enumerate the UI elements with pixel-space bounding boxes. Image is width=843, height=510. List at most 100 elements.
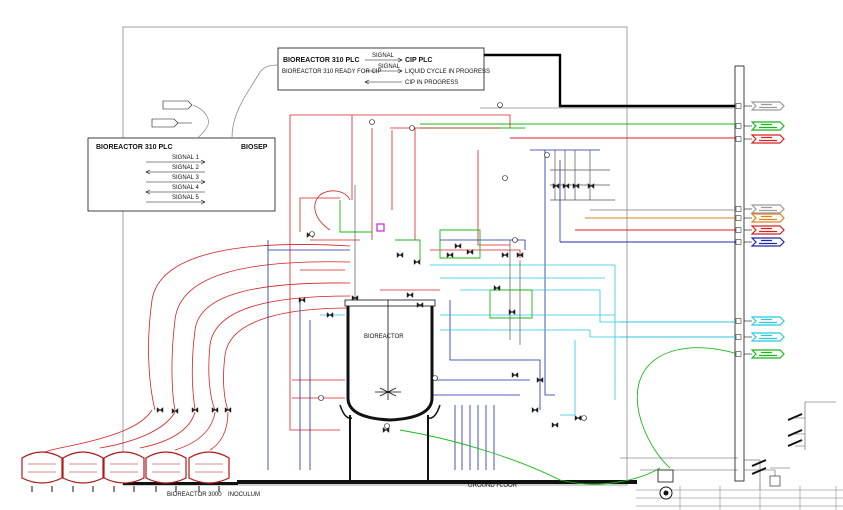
tank-3 xyxy=(103,451,145,492)
instrument-icon xyxy=(432,375,438,381)
valve-icon xyxy=(224,407,232,413)
utility-bus-bar xyxy=(734,65,745,482)
valve-icon xyxy=(572,183,580,189)
utility-arrow-icon xyxy=(750,101,785,111)
right-utility-tags xyxy=(735,101,785,359)
valve-icon xyxy=(493,285,501,291)
valve-icon xyxy=(587,183,595,189)
utility-arrow-icon xyxy=(750,204,785,214)
valve-icon xyxy=(156,407,164,413)
cip-signal-tag-1: SIGNAL xyxy=(372,53,395,59)
valve-icon xyxy=(511,372,519,378)
instrument-symbols xyxy=(156,102,595,433)
plc-signal-2-arrow xyxy=(145,169,205,175)
valve-icon xyxy=(211,407,219,413)
pump-icon xyxy=(657,469,674,500)
plc-signal-4: SIGNAL 4 xyxy=(172,185,199,191)
valve-icon xyxy=(396,252,404,258)
bioreactor-vessel: BIOREACTOR xyxy=(339,299,441,422)
instrument-icon xyxy=(309,231,315,237)
red-piping xyxy=(289,114,521,431)
bioreactor-3000-label: BIOREACTOR 3000 xyxy=(167,492,222,498)
valve-icon xyxy=(326,312,334,318)
valve-icon xyxy=(454,243,462,249)
red-tank-lines xyxy=(39,244,351,459)
instrument-icon xyxy=(581,415,587,421)
valve-icon xyxy=(406,292,414,298)
signal-slash-markers xyxy=(751,413,803,475)
plc-signal-4-arrow xyxy=(145,189,205,195)
instrument-icon xyxy=(318,395,324,401)
valve-icon xyxy=(508,309,516,315)
valve-icon xyxy=(574,415,582,421)
right-tag-4 xyxy=(735,204,785,214)
cip-arrow-3 xyxy=(364,79,402,85)
cip-in-progress-label: CIP IN PROGRESS xyxy=(405,80,458,86)
plc-box: BIOREACTOR 310 PLC BIOSEP SIGNAL 1 SIGNA… xyxy=(87,137,276,212)
cip-box: BIOREACTOR 310 PLC CIP PLC SIGNAL BIOREA… xyxy=(277,47,490,91)
valve-icon xyxy=(446,252,454,258)
cip-ready-label: BIOREACTOR 310 READY FOR CIP xyxy=(282,69,381,75)
tank-1 xyxy=(21,451,63,492)
building-outline xyxy=(122,26,628,486)
vessel-legs xyxy=(349,415,429,482)
valve-icon xyxy=(536,377,544,383)
valve-icon xyxy=(171,408,179,414)
instrument-icon xyxy=(409,125,415,131)
utility-arrow-icon xyxy=(750,121,785,131)
cip-liquid-label: LIQUID CYCLE IN PROGRESS xyxy=(405,69,490,75)
utility-arrow-icon xyxy=(750,134,785,144)
utility-arrow-icon xyxy=(750,225,785,235)
tank-2 xyxy=(62,451,104,492)
tank-5 xyxy=(188,451,230,492)
ground-floor-slab xyxy=(237,480,637,484)
ground-floor-label: GROUND FLOOR xyxy=(468,483,518,489)
sensor-box xyxy=(769,475,781,487)
right-tag-8 xyxy=(735,316,785,326)
valve-icon xyxy=(552,183,560,189)
left-signal-tag-2 xyxy=(151,118,192,128)
plc-box-biosep-label: BIOSEP xyxy=(241,144,268,151)
cip-arrow-1 xyxy=(365,57,403,63)
valve-icon xyxy=(562,183,570,189)
cip-signal-tag-2: SIGNAL xyxy=(378,64,401,70)
plc-signal-1: SIGNAL 1 xyxy=(172,155,199,161)
valve-icon xyxy=(191,407,199,413)
valve-icon xyxy=(501,252,509,258)
lower-grid xyxy=(636,486,843,510)
plc-signal-3-arrow xyxy=(146,179,206,185)
inoculum-tanks xyxy=(21,451,230,492)
valve-icon xyxy=(531,407,539,413)
instrument-icon xyxy=(369,119,375,125)
valve-icon xyxy=(466,249,474,255)
right-tag-6 xyxy=(735,225,785,235)
right-tag-10 xyxy=(735,349,785,359)
ground-floor-slab-left xyxy=(123,482,238,485)
right-tag-7 xyxy=(735,237,785,247)
plc-signal-5: SIGNAL 5 xyxy=(172,195,199,201)
valve-icon xyxy=(413,259,421,265)
instrument-icon xyxy=(497,102,503,108)
valve-icon xyxy=(351,295,359,301)
magenta-instrument xyxy=(376,223,385,232)
tank-4 xyxy=(145,451,187,492)
right-tag-1 xyxy=(735,101,785,111)
instrument-icon xyxy=(544,152,550,158)
cip-to-right-thick xyxy=(484,53,738,108)
plc-to-cip-wire xyxy=(231,64,279,139)
right-tag-9 xyxy=(735,332,785,342)
plc-signal-1-arrow xyxy=(146,159,206,165)
inoculum-label: INOCULUM xyxy=(228,492,260,498)
vessel-label: BIOREACTOR xyxy=(364,334,404,340)
green-line-2 xyxy=(636,347,739,469)
plc-signal-5-arrow xyxy=(146,199,206,205)
instrument-icon xyxy=(512,237,518,243)
utility-arrow-icon xyxy=(750,332,785,342)
cip-arrow-2 xyxy=(365,68,403,74)
utility-arrow-icon xyxy=(750,237,785,247)
cip-box-right-title: CIP PLC xyxy=(405,57,433,64)
left-signal-tag-1 xyxy=(162,100,193,110)
valve-icon xyxy=(416,302,424,308)
cip-box-left-title: BIOREACTOR 310 PLC xyxy=(283,57,360,64)
